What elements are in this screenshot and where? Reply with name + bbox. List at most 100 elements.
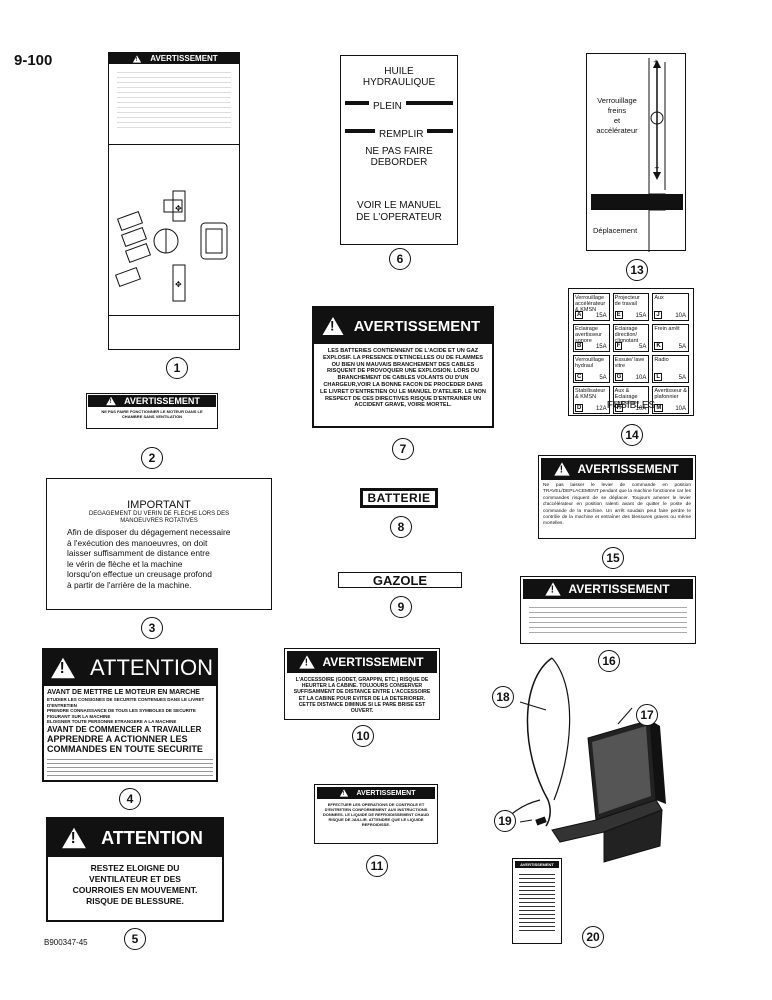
decal-6-title-1: HUILE — [384, 66, 414, 77]
decal-6-title-2: HYDRAULIQUE — [362, 77, 436, 88]
decal-4-line: ETUDIER LES CONSIGNES DE SECURITE CONTEN… — [47, 697, 205, 708]
callout-16: 16 — [598, 650, 620, 672]
callout-18: 18 — [492, 686, 514, 708]
callout-20: 20 — [582, 926, 604, 948]
callout-14: 14 — [621, 424, 643, 446]
decal-2: AVERTISSEMENT NE PAS FAIRE FONCTIONNER L… — [86, 393, 218, 429]
decal-10-header: AVERTISSEMENT — [322, 655, 424, 669]
callout-10: 10 — [352, 725, 374, 747]
callout-4: 4 — [119, 788, 141, 810]
decal-13-line-4: accélérateur — [596, 126, 638, 135]
callout-5: 5 — [124, 928, 146, 950]
decal-7-body: LES BATTERIES CONTIENNENT DE L'ACIDE ET … — [320, 348, 486, 409]
page-reference: 9-100 — [14, 52, 53, 69]
decal-7-header: AVERTISSEMENT — [353, 317, 481, 335]
callout-7: 7 — [392, 438, 414, 460]
callout-3: 3 — [141, 617, 163, 639]
warning-triangle-icon — [51, 657, 75, 679]
figure-id: B900347-45 — [44, 938, 88, 947]
decal-14-footer: FUSIBLES — [606, 400, 656, 411]
decal-1-header: AVERTISSEMENT — [150, 54, 218, 63]
decal-11-header: AVERTISSEMENT — [356, 789, 416, 797]
decal-3-important: IMPORTANT DEGAGEMENT DU VERIN DE FLECHE … — [46, 478, 272, 610]
decal-2-body: NE PAS FAIRE FONCTIONNER LE MOTEUR DANS … — [101, 409, 203, 419]
decal-8-batterie: BATTERIE — [360, 488, 438, 508]
decal-20: AVERTISSEMENT — [512, 858, 562, 944]
decal-3-line: le vérin de flèche et la machine — [67, 558, 183, 569]
decal-5-line: COURROIES EN MOUVEMENT. — [72, 885, 198, 895]
callout-13: 13 — [626, 259, 648, 281]
decal-3-line: à partir de l'arrière de la machine. — [67, 579, 192, 590]
decal-5-line: VENTILATEUR ET DES — [89, 874, 181, 884]
decal-15-travel-warning: AVERTISSEMENT Ne pas laisser le levier d… — [538, 455, 696, 539]
decal-6-remplir: REMPLIR — [375, 129, 428, 140]
decal-13-line-2: freins — [607, 106, 627, 115]
svg-text:+: + — [653, 58, 659, 66]
decal-6-warn-1: NE PAS FAIRE — [365, 146, 433, 157]
callout-1: 1 — [166, 357, 188, 379]
callout-2: 2 — [141, 447, 163, 469]
decal-11-body: EFFECTUER LES OPERATIONS DE CONTROLE ET … — [322, 802, 430, 827]
decal-1-text-block — [117, 68, 231, 128]
callout-17: 17 — [636, 704, 658, 726]
decal-9-label: GAZOLE — [372, 572, 428, 588]
decal-3-line: à l'exécution des manoeuvres, on doit — [67, 537, 208, 548]
decal-3-line: laisser suffisamment de distance entre — [67, 548, 210, 558]
warning-triangle-icon — [554, 462, 571, 476]
decal-16-header: AVERTISSEMENT — [568, 582, 670, 596]
decal-13-lock-controls: Verrouillage freins et accélérateur + − … — [586, 53, 686, 252]
decal-10-body: L'ACCESSOIRE (GODET, GRAPPIN, ETC.) RISQ… — [293, 677, 431, 715]
decal-13-line-1: Verrouillage — [597, 96, 637, 105]
decal-4-line: AVANT DE METTRE LE MOTEUR EN MARCHE — [47, 689, 200, 696]
decal-4-line: ELOIGNER TOUTE PERSONNE ETRANGERE A LA M… — [47, 719, 177, 724]
decal-4-line: AVANT DE COMMENCER A TRAVAILLER — [47, 724, 202, 734]
decal-5-attention-fan: ATTENTION RESTEZ ELOIGNE DU VENTILATEUR … — [46, 817, 224, 922]
decal-6-plein: PLEIN — [369, 101, 406, 112]
warning-triangle-icon — [545, 582, 562, 596]
decal-3-line: lorsqu'on effectue un creusage profond — [67, 569, 212, 579]
operator-controls-diagram: ✥ ✥ — [114, 190, 228, 302]
decal-4-line: PRENDRE CONNAISSANCE DE TOUS LES SYMBOLE… — [47, 708, 196, 719]
decal-3-line: Afin de disposer du dégagement necessair… — [67, 527, 231, 537]
warning-triangle-icon — [62, 827, 87, 849]
decal-4-line: COMMANDES EN TOUTE SECURITE — [47, 743, 203, 754]
decal-1-diagram: ✥ ✥ — [109, 144, 239, 315]
decal-8-label: BATTERIE — [363, 491, 435, 505]
manual-holder-illustration — [499, 657, 666, 863]
decal-9-gazole: GAZOLE — [338, 572, 462, 588]
decal-4-attention: ATTENTION AVANT DE METTRE LE MOTEUR EN M… — [42, 648, 218, 782]
decal-13-bottom: Déplacement — [593, 226, 638, 235]
decal-11-maintenance-warning: AVERTISSEMENT EFFECTUER LES OPERATIONS D… — [314, 784, 438, 844]
decal-6-hydraulic-oil: HUILE HYDRAULIQUE PLEIN REMPLIR NE PAS F… — [340, 55, 458, 245]
callout-19: 19 — [494, 810, 516, 832]
callout-6: 6 — [389, 248, 411, 270]
decal-1-operator-layout: AVERTISSEMENT ✥ ✥ — [108, 52, 240, 350]
svg-text:✥: ✥ — [175, 204, 182, 213]
warning-triangle-icon — [133, 54, 142, 63]
callout-9: 9 — [390, 596, 412, 618]
decal-4-line: APPRENDRE A ACTIONNER LES — [47, 733, 188, 744]
decal-3-subtitle: DEGAGEMENT DU VERIN DE FLECHE LORS DES M… — [88, 511, 230, 524]
decal-15-body: Ne pas laisser le levier de commande en … — [543, 483, 691, 527]
warning-triangle-icon — [299, 655, 316, 669]
callout-8: 8 — [390, 516, 412, 538]
decal-5-line: RISQUE DE BLESSURE. — [86, 896, 184, 906]
decal-5-header: ATTENTION — [101, 827, 203, 848]
warning-triangle-icon — [106, 396, 116, 406]
decal-10-accessory-warning: AVERTISSEMENT L'ACCESSOIRE (GODET, GRAPP… — [284, 648, 440, 720]
decal-6-foot-1: VOIR LE MANUEL — [357, 200, 441, 211]
decal-20-header: AVERTISSEMENT — [515, 861, 559, 868]
decal-13-line-3: et — [613, 116, 621, 125]
